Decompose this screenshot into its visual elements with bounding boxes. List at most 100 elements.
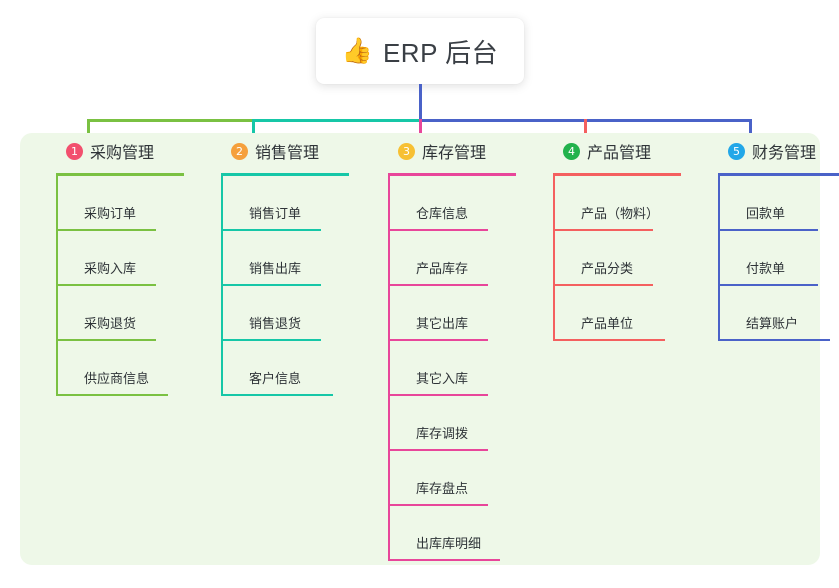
- module-item-label: 其它入库: [416, 371, 469, 386]
- module-item-underline: [56, 284, 156, 286]
- module-item-underline: [388, 449, 488, 451]
- module-item-label: 仓库信息: [416, 206, 469, 221]
- module-item-label: 其它出库: [416, 316, 469, 331]
- module-item-underline: [388, 504, 488, 506]
- module-item-underline: [553, 229, 653, 231]
- module-item-list-4: 产品（物料） 产品分类产品单位: [553, 176, 713, 341]
- module-item[interactable]: 产品分类: [553, 231, 713, 286]
- module-item-underline: [221, 284, 321, 286]
- module-item-underline: [388, 559, 500, 561]
- module-title-4: 产品管理: [587, 145, 652, 162]
- connector-bar-segment-1: [88, 119, 253, 122]
- module-item[interactable]: 仓库信息: [388, 176, 548, 231]
- module-item-label: 客户信息: [249, 371, 302, 386]
- module-item[interactable]: 产品（物料）: [553, 176, 713, 231]
- module-item-label: 付款单: [746, 261, 786, 276]
- module-item[interactable]: 采购退货: [56, 286, 216, 341]
- module-badge-1: 1: [66, 142, 83, 160]
- module-item[interactable]: 销售出库: [221, 231, 381, 286]
- module-item[interactable]: 出库库明细: [388, 506, 548, 561]
- module-item-label: 库存盘点: [416, 481, 469, 496]
- module-item-label: 采购入库: [84, 261, 137, 276]
- module-item-label: 销售出库: [249, 261, 302, 276]
- module-item-list-1: 采购订单采购入库采购退货供应商信息: [56, 176, 216, 396]
- module-item-underline: [553, 284, 653, 286]
- module-header-5[interactable]: 5 财务管理: [710, 133, 839, 169]
- module-spine-1: [56, 176, 58, 396]
- module-header-4[interactable]: 4 产品管理: [545, 133, 710, 169]
- module-item-underline: [388, 339, 488, 341]
- module-badge-2: 2: [231, 142, 248, 160]
- module-column-5: 5 财务管理回款单付款单结算账户: [710, 133, 839, 341]
- root-title-card: 👍 ERP 后台: [316, 18, 524, 84]
- module-item-list-3: 仓库信息产品库存其它出库其它入库库存调拨库存盘点出库库明细: [388, 176, 548, 561]
- module-item-label: 供应商信息: [84, 371, 150, 386]
- module-column-1: 1 采购管理采购订单采购入库采购退货供应商信息: [48, 133, 213, 396]
- module-item[interactable]: 销售退货: [221, 286, 381, 341]
- module-item-label: 采购退货: [84, 316, 137, 331]
- module-item-label: 产品（物料）: [581, 206, 660, 221]
- module-spine-3: [388, 176, 390, 561]
- module-item-underline: [718, 339, 830, 341]
- module-item-underline: [221, 339, 321, 341]
- module-item[interactable]: 库存调拨: [388, 396, 548, 451]
- module-item-label: 出库库明细: [416, 536, 482, 551]
- module-underline-2: [221, 173, 349, 176]
- module-item[interactable]: 库存盘点: [388, 451, 548, 506]
- module-underline-4: [553, 173, 681, 176]
- module-item[interactable]: 其它出库: [388, 286, 548, 341]
- module-item-label: 采购订单: [84, 206, 137, 221]
- module-item[interactable]: 其它入库: [388, 341, 548, 396]
- module-column-4: 4 产品管理产品（物料） 产品分类产品单位: [545, 133, 710, 341]
- module-badge-5: 5: [728, 142, 745, 160]
- module-underline-5: [718, 173, 839, 176]
- module-title-5: 财务管理: [752, 145, 817, 162]
- module-item[interactable]: 产品单位: [553, 286, 713, 341]
- module-item-label: 产品分类: [581, 261, 634, 276]
- module-item-label: 销售订单: [249, 206, 302, 221]
- root-stem-connector: [419, 84, 422, 119]
- module-item-underline: [221, 229, 321, 231]
- module-item[interactable]: 供应商信息: [56, 341, 216, 396]
- module-item-label: 销售退货: [249, 316, 302, 331]
- module-item-underline: [56, 394, 168, 396]
- module-spine-4: [553, 176, 555, 341]
- module-header-3[interactable]: 3 库存管理: [380, 133, 545, 169]
- module-underline-1: [56, 173, 184, 176]
- module-item-underline: [718, 229, 818, 231]
- module-item-underline: [553, 339, 665, 341]
- root-title-text: ERP 后台: [382, 37, 499, 68]
- module-item-list-5: 回款单付款单结算账户: [718, 176, 839, 341]
- thumbs-up-icon: 👍: [341, 36, 373, 65]
- module-item[interactable]: 付款单: [718, 231, 839, 286]
- module-item-label: 产品库存: [416, 261, 469, 276]
- module-badge-3: 3: [398, 142, 415, 160]
- module-title-1: 采购管理: [90, 145, 155, 162]
- module-badge-4: 4: [563, 142, 580, 160]
- module-item-underline: [388, 284, 488, 286]
- module-item-label: 回款单: [746, 206, 786, 221]
- module-item-underline: [56, 339, 156, 341]
- module-item-underline: [56, 229, 156, 231]
- module-item-label: 库存调拨: [416, 426, 469, 441]
- module-item[interactable]: 产品库存: [388, 231, 548, 286]
- module-item[interactable]: 回款单: [718, 176, 839, 231]
- module-header-1[interactable]: 1 采购管理: [48, 133, 213, 169]
- module-item-underline: [221, 394, 333, 396]
- module-item[interactable]: 结算账户: [718, 286, 839, 341]
- module-item-underline: [388, 229, 488, 231]
- module-item[interactable]: 采购入库: [56, 231, 216, 286]
- module-title-3: 库存管理: [422, 145, 487, 162]
- module-item-label: 结算账户: [746, 316, 799, 331]
- module-underline-3: [388, 173, 516, 176]
- module-spine-5: [718, 176, 720, 341]
- module-item-list-2: 销售订单销售出库销售退货客户信息: [221, 176, 381, 396]
- module-item[interactable]: 采购订单: [56, 176, 216, 231]
- connector-bar-segment-2: [253, 119, 420, 122]
- module-item[interactable]: 销售订单: [221, 176, 381, 231]
- module-item[interactable]: 客户信息: [221, 341, 381, 396]
- module-item-underline: [718, 284, 818, 286]
